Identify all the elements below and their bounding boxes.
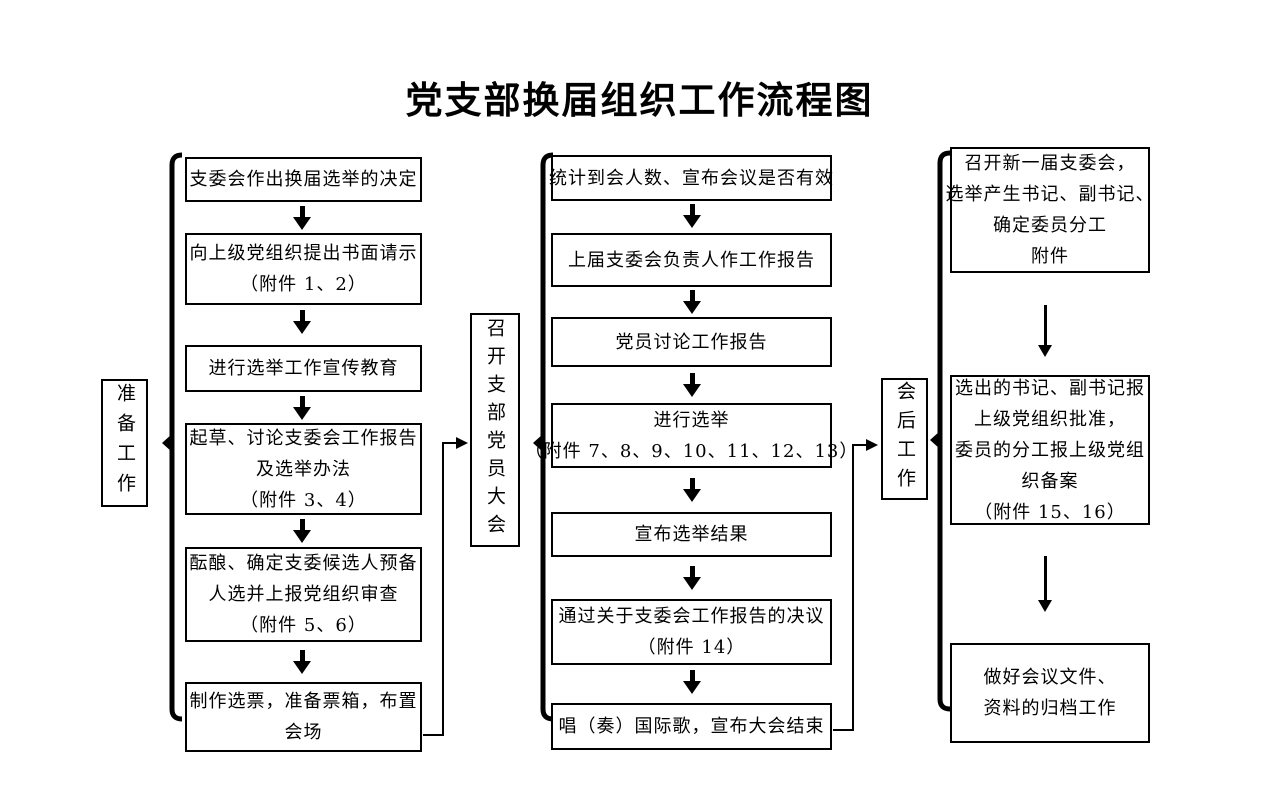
flow-arrow-icon	[683, 478, 701, 502]
flow-arrow-icon	[683, 204, 701, 228]
step-box-post-1: 召开新一届支委会， 选举产生书记、副书记、 确定委员分工 附件	[946, 147, 1154, 273]
flow-arrow-icon	[683, 566, 701, 590]
step-text: 通过关于支委会工作报告的决议	[558, 606, 825, 627]
step-text: 确定委员分工	[993, 215, 1107, 236]
connector-meeting-to-post	[833, 439, 878, 731]
step-text: 上届支委会负责人作工作报告	[568, 249, 815, 271]
step-text: 酝酿、确定支委候选人预备	[189, 553, 418, 574]
step-text: 委员的分工报上级党组	[955, 439, 1145, 461]
step-box-prep-2: 向上级党组织提出书面请示 （附件 1、2）	[185, 233, 422, 305]
step-box-meeting-7: 唱（奏）国际歌，宣布大会结束	[551, 703, 832, 750]
step-text: 唱（奏）国际歌，宣布大会结束	[558, 716, 825, 737]
step-box-prep-4: 起草、讨论支委会工作报告 及选举办法 （附件 3、4）	[185, 423, 422, 515]
connector-preparation-to-meeting	[423, 437, 468, 736]
stage-label-meeting: 召开支部党员大会	[470, 313, 520, 547]
step-text: 召开新一届支委会，	[964, 153, 1136, 174]
step-box-meeting-1: 统计到会人数、宣布会议是否有效	[549, 155, 834, 201]
stage-label-post-meeting: 会后工作	[881, 378, 928, 500]
step-box-meeting-6: 通过关于支委会工作报告的决议 （附件 14）	[551, 599, 832, 665]
flow-arrow-icon	[683, 373, 701, 397]
step-text: （附件 3、4）	[240, 489, 367, 511]
flow-arrow-icon	[293, 396, 311, 420]
flow-arrow-icon	[293, 310, 311, 334]
stage-bracket-preparation	[162, 152, 183, 722]
step-box-prep-3: 进行选举工作宣传教育	[185, 345, 422, 392]
step-text: 做好会议文件、	[983, 667, 1117, 688]
step-text: 资料的归档工作	[983, 698, 1117, 719]
step-text: 选出的书记、副书记报	[955, 377, 1145, 399]
stage-bracket-meeting	[533, 152, 554, 722]
flow-arrow-icon	[293, 650, 311, 674]
step-box-prep-1: 支委会作出换届选举的决定	[185, 157, 422, 202]
step-text: 进行选举工作宣传教育	[208, 358, 399, 379]
step-box-meeting-5: 宣布选举结果	[551, 512, 832, 557]
step-box-meeting-2: 上届支委会负责人作工作报告	[551, 233, 832, 287]
step-text: 及选举办法	[256, 458, 351, 480]
step-box-post-2: 选出的书记、副书记报 上级党组织批准， 委员的分工报上级党组 织备案 （附件 1…	[950, 375, 1150, 525]
flow-arrow-icon	[293, 206, 311, 230]
step-text: 进行选举	[653, 409, 730, 431]
flow-arrow-icon	[683, 290, 701, 314]
flow-arrow-icon	[293, 519, 311, 543]
step-text: 党员讨论工作报告	[615, 331, 768, 353]
step-text: 会场	[284, 722, 323, 743]
flow-arrow-icon	[683, 670, 701, 694]
flow-arrow-icon	[1038, 556, 1052, 612]
step-box-prep-6: 制作选票，准备票箱，布置 会场	[185, 682, 422, 752]
step-text: （附件 15、16）	[974, 501, 1126, 523]
step-text: （附件 14）	[637, 637, 746, 658]
step-text: 人选并上报党组织审查	[208, 584, 399, 605]
stage-bracket-post-meeting	[930, 150, 951, 712]
step-text: 起草、讨论支委会工作报告	[189, 427, 418, 449]
step-box-post-3: 做好会议文件、 资料的归档工作	[950, 643, 1150, 743]
page-title: 党支部换届组织工作流程图	[405, 79, 874, 122]
step-text: 织备案	[1021, 470, 1079, 492]
step-box-meeting-4: 进行选举 （附件 7、8、9、10、11、12、13）	[525, 403, 857, 468]
step-text: （附件 5、6）	[240, 615, 367, 636]
step-text: 宣布选举结果	[634, 524, 749, 545]
step-box-meeting-3: 党员讨论工作报告	[551, 317, 832, 367]
stage-label-preparation: 准备工作	[101, 379, 148, 507]
step-text: 上级党组织批准，	[974, 408, 1126, 430]
step-text: 制作选票，准备票箱，布置	[189, 691, 418, 712]
step-box-prep-5: 酝酿、确定支委候选人预备 人选并上报党组织审查 （附件 5、6）	[185, 547, 422, 642]
step-text: 向上级党组织提出书面请示	[189, 243, 418, 264]
step-text: 统计到会人数、宣布会议是否有效	[549, 167, 834, 189]
step-text: 选举产生书记、副书记、	[945, 184, 1155, 205]
step-text: 附件	[1031, 246, 1069, 267]
flow-arrow-icon	[1038, 305, 1052, 357]
step-text: 支委会作出换届选举的决定	[189, 169, 418, 190]
step-text: （附件 1、2）	[240, 274, 367, 295]
step-text: （附件 7、8、9、10、11、12、13）	[524, 440, 859, 462]
